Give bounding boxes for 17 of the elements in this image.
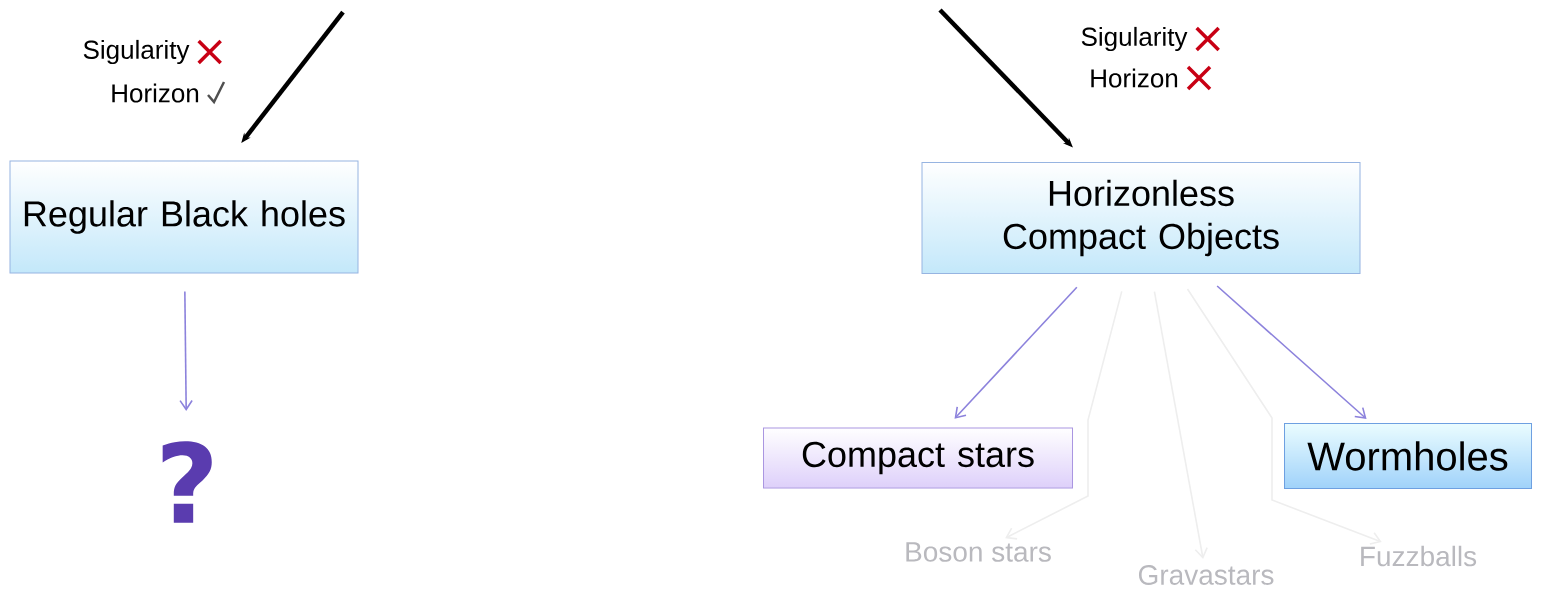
arrow [1005, 290, 1123, 540]
faint-label: Gravastars [1138, 565, 1274, 585]
arrow [954, 286, 1078, 419]
process-box: Regular Black holes [9, 160, 359, 274]
arrow [1186, 288, 1382, 545]
process-box: Horizonless Compact Objects [921, 162, 1361, 274]
arrow [179, 290, 193, 411]
process-box: Compact stars [763, 427, 1073, 489]
label-text: Horizon [112, 83, 199, 103]
arrow [1216, 285, 1367, 419]
faint-label: Boson stars [906, 542, 1051, 562]
faint-label: Fuzzballs [1361, 545, 1477, 567]
label-text: Horizon [1091, 68, 1178, 88]
question-mark: ? [162, 441, 212, 523]
label-text: Sigularity [83, 39, 190, 65]
label-text: Sigularity [1081, 26, 1188, 52]
process-box: Wormholes [1284, 423, 1532, 489]
